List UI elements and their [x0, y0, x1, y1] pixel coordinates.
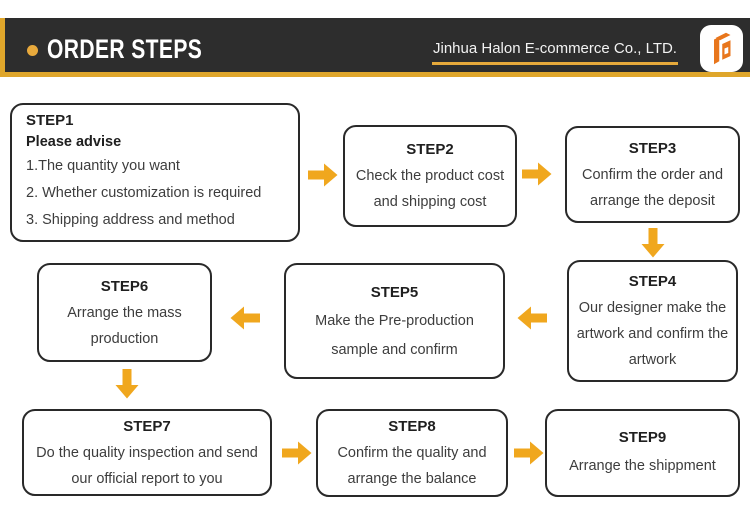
step-text: artwork: [628, 352, 677, 368]
step-text: our official report to you: [71, 470, 223, 487]
step2-box: STEP2 Check the product cost and shippin…: [343, 125, 517, 227]
step-text: Make the Pre-production: [315, 312, 474, 329]
step-text: artwork and confirm the: [576, 326, 729, 342]
step1-box: STEP1 Please advise 1.The quantity you w…: [10, 103, 300, 242]
arrow-left-icon: [230, 306, 260, 330]
arrow-down-icon: [641, 228, 665, 258]
step-text: Confirm the quality and: [337, 445, 487, 461]
step-title: STEP2: [406, 141, 454, 158]
step9-box: STEP9 Arrange the shippment: [545, 409, 740, 497]
step-title: STEP7: [123, 417, 171, 435]
arrow-right-icon: [522, 162, 552, 186]
halon-logo-icon: [714, 32, 731, 65]
step-title: STEP4: [628, 273, 677, 290]
step-text: arrange the balance: [347, 471, 477, 487]
step-text: 3. Shipping address and method: [26, 212, 235, 228]
step-text: production: [90, 330, 159, 347]
step-title: STEP3: [628, 139, 677, 157]
page-title: ORDER STEPS: [47, 34, 203, 64]
arrow-right-icon: [514, 441, 544, 465]
step-title: STEP6: [100, 277, 149, 295]
step-title: STEP1: [26, 112, 74, 129]
step-text: 1.The quantity you want: [26, 158, 180, 174]
bullet-icon: [27, 45, 38, 56]
step-text: Arrange the shippment: [569, 458, 716, 474]
step-text: 2. Whether customization is required: [26, 185, 262, 201]
arrow-right-icon: [282, 441, 312, 465]
step-title: STEP5: [370, 283, 419, 301]
step-text: and shipping cost: [373, 194, 487, 210]
arrow-down-icon: [115, 369, 139, 399]
step5-box: STEP5 Make the Pre-production sample and…: [284, 263, 505, 379]
step-text: Our designer make the: [578, 300, 727, 316]
step7-box: STEP7 Do the quality inspection and send…: [22, 409, 272, 496]
step3-box: STEP3 Confirm the order and arrange the …: [565, 126, 740, 223]
step-text: arrange the deposit: [590, 192, 715, 209]
company-name: Jinhua Halon E-commerce Co., LTD.: [432, 40, 678, 65]
step-title: STEP8: [388, 418, 436, 435]
step-text: Do the quality inspection and send: [36, 444, 258, 461]
step4-box: STEP4 Our designer make the artwork and …: [567, 260, 738, 382]
header-bar: ORDER STEPS Jinhua Halon E-commerce Co.,…: [0, 18, 750, 77]
step6-box: STEP6 Arrange the mass production: [37, 263, 212, 362]
arrow-right-icon: [308, 163, 338, 187]
step-text: Arrange the mass: [67, 304, 182, 321]
step-text: sample and confirm: [331, 341, 458, 358]
step-text: Check the product cost: [355, 168, 505, 184]
arrow-left-icon: [517, 306, 547, 330]
step-text: Confirm the order and: [581, 166, 724, 183]
company-logo: [700, 25, 743, 72]
step-subtitle: Please advise: [26, 134, 122, 150]
step8-box: STEP8 Confirm the quality and arrange th…: [316, 409, 508, 497]
step-title: STEP9: [618, 429, 667, 446]
